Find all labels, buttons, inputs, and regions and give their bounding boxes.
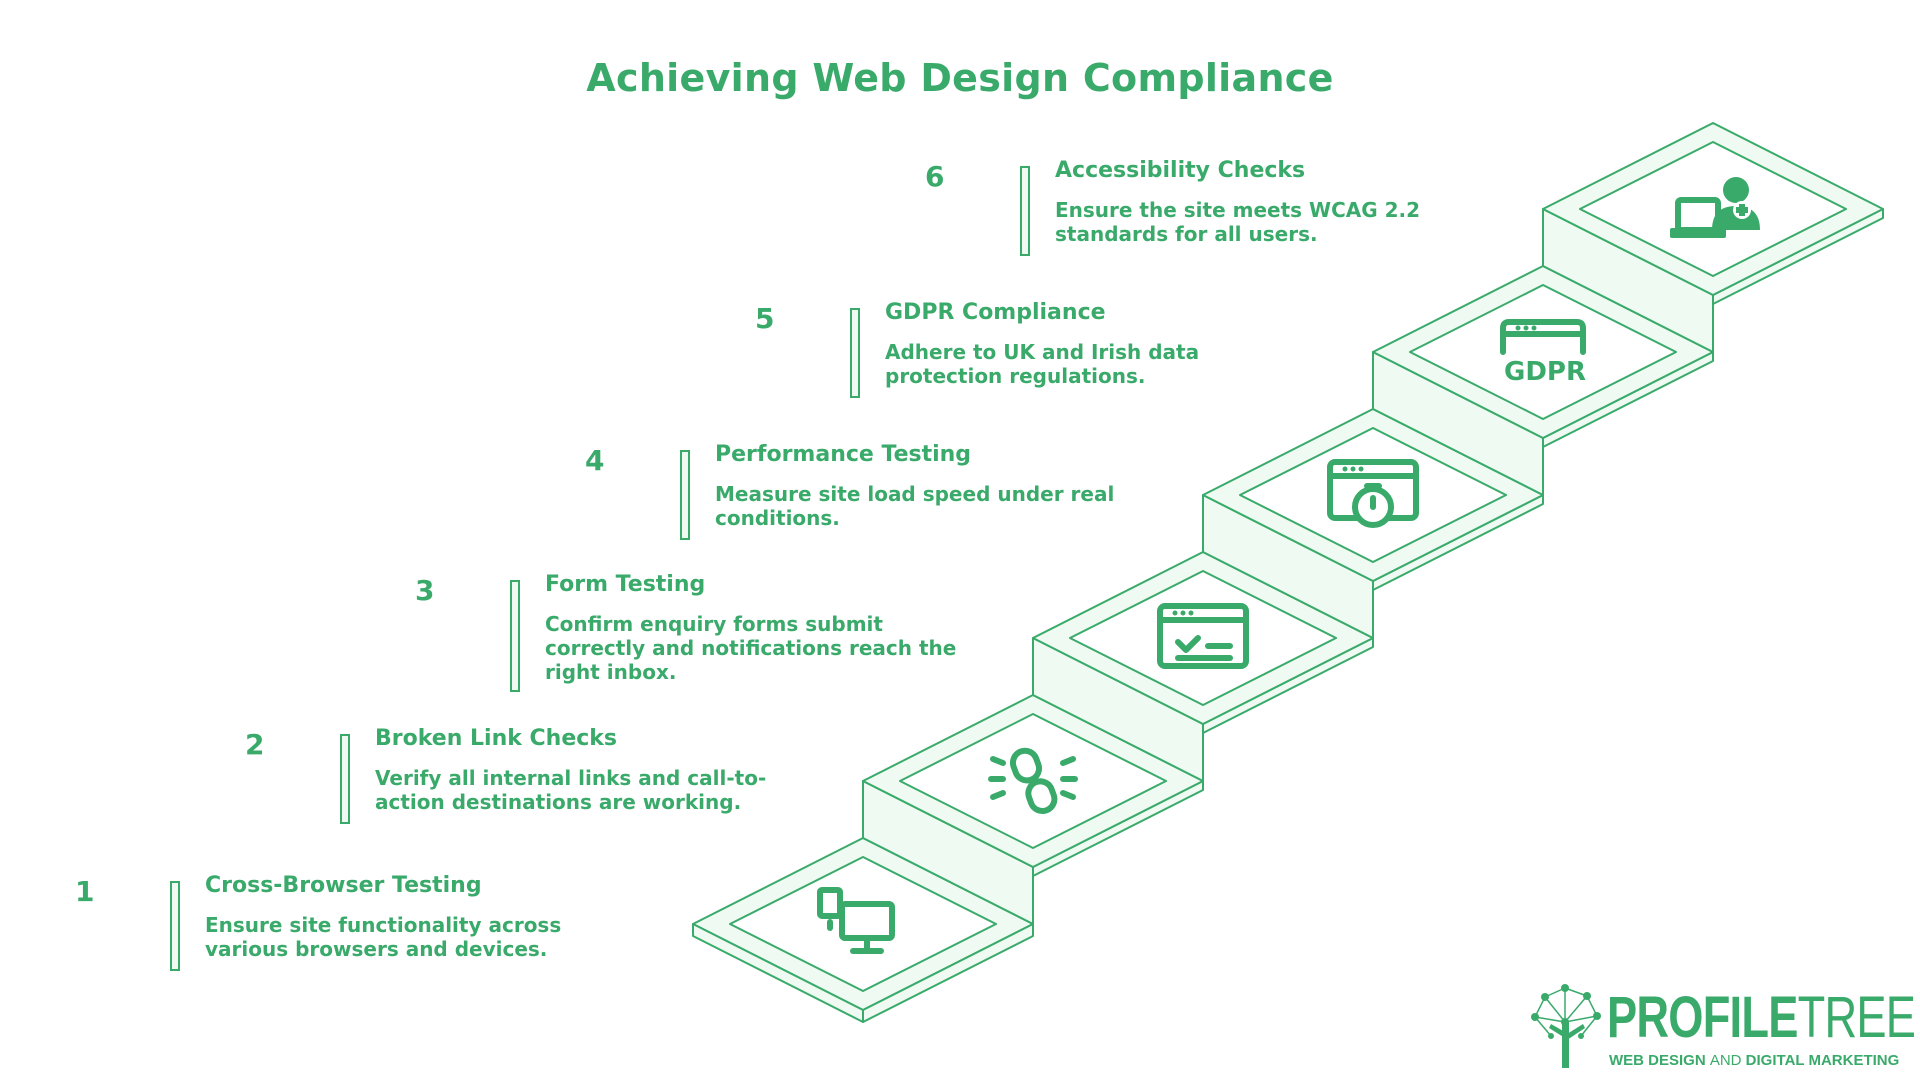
step-heading: Performance Testing <box>715 442 972 467</box>
accessibility-user-icon <box>1670 177 1760 238</box>
step-description: Adhere to UK and Irish data protection r… <box>885 340 1200 388</box>
step-number: 2 <box>245 728 265 761</box>
step-description: Ensure the site meets WCAG 2.2 standards… <box>1055 198 1421 246</box>
link-icon <box>988 747 1078 814</box>
logo-tagline-part1: WEB DESIGN <box>1609 1052 1710 1069</box>
logo-name-part2: TREE <box>1797 985 1916 1050</box>
gdpr-icon <box>1500 319 1586 355</box>
page-title: Achieving Web Design Compliance <box>586 56 1334 100</box>
step-heading: Accessibility Checks <box>1055 158 1306 183</box>
step-description: Verify all internal links and call-to-ac… <box>375 766 767 814</box>
step-number: 1 <box>75 875 95 908</box>
logo-wordmark: PROFILETREE <box>1607 984 1916 1051</box>
logo-tagline-part2: AND <box>1709 1052 1742 1069</box>
step-number: 5 <box>755 302 775 335</box>
step-description: Ensure site functionality across various… <box>205 913 562 961</box>
step-divider <box>680 450 690 540</box>
step-heading: Form Testing <box>545 572 706 597</box>
step-divider <box>340 734 350 824</box>
logo-name-part1: PROFILE <box>1607 985 1798 1050</box>
step-description: Measure site load speed under real condi… <box>715 482 1115 530</box>
logo-tagline-part3: DIGITAL MARKETING <box>1741 1052 1900 1069</box>
step-number: 4 <box>585 444 605 477</box>
devices-icon <box>817 887 895 954</box>
step-divider <box>510 580 520 692</box>
profiletree-logo: PROFILETREE WEB DESIGN AND DIGITAL MARKE… <box>1525 982 1920 1072</box>
gdpr-icon-label: GDPR <box>1504 357 1586 387</box>
step-number: 6 <box>925 160 945 193</box>
step-divider <box>1020 166 1030 256</box>
stopwatch-icon <box>1327 459 1419 528</box>
step-number: 3 <box>415 574 435 607</box>
step-description: Confirm enquiry forms submit correctly a… <box>545 612 957 684</box>
step-heading: Cross-Browser Testing <box>205 873 482 898</box>
tree-logo-icon <box>1531 984 1601 1068</box>
stair-step-6 <box>1542 122 1884 296</box>
step-divider <box>850 308 860 398</box>
logo-tagline: WEB DESIGN AND DIGITAL MARKETING <box>1609 1052 1899 1069</box>
form-check-icon <box>1157 603 1249 669</box>
step-heading: Broken Link Checks <box>375 726 618 751</box>
step-heading: GDPR Compliance <box>885 300 1106 325</box>
step-divider <box>170 881 180 971</box>
